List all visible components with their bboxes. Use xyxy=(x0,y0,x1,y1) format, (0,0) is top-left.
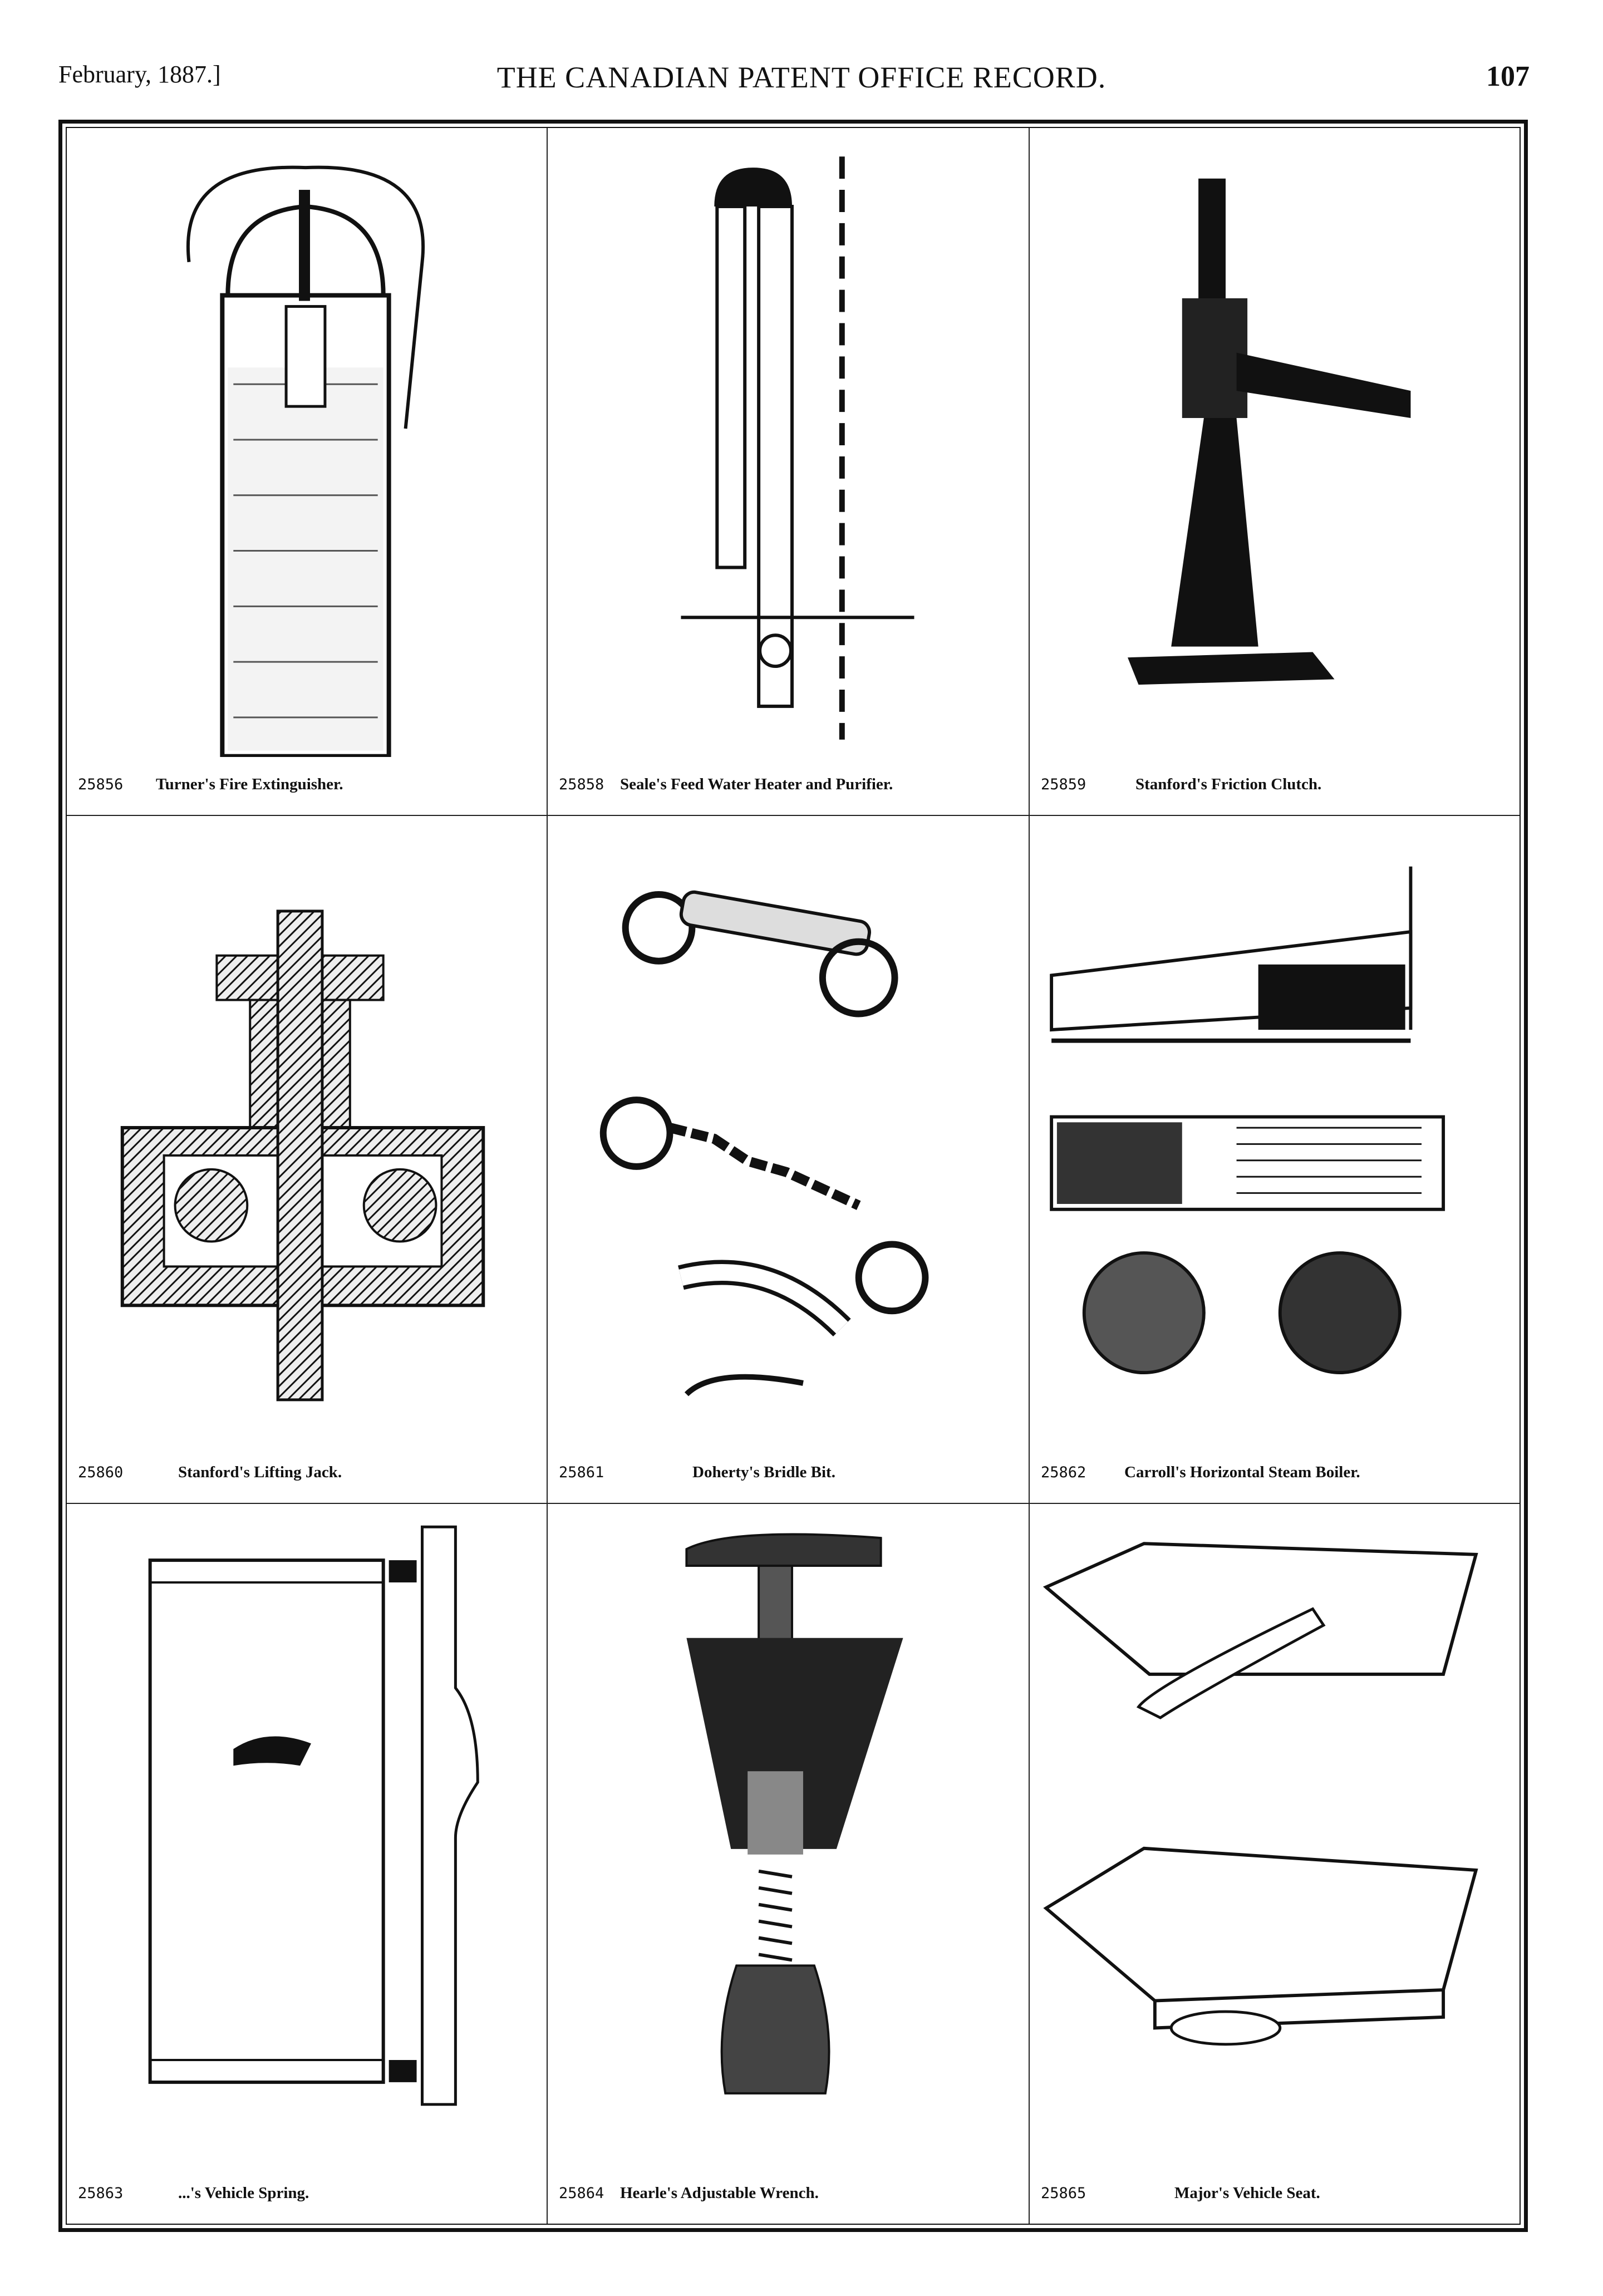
page-number: 107 xyxy=(1486,61,1530,92)
patent-caption: 25863 ...'s Vehicle Spring. xyxy=(78,2184,535,2202)
feed-water-heater-drawing xyxy=(681,156,914,740)
patent-cell-25862: 25862 Carroll's Horizontal Steam Boiler. xyxy=(1030,816,1520,1504)
patent-cell-25859: 25859 Stanford's Friction Clutch. xyxy=(1030,128,1520,816)
patent-number: 25858 xyxy=(559,776,604,793)
patent-caption: 25865 Major's Vehicle Seat. xyxy=(1041,2184,1508,2202)
patent-number: 25860 xyxy=(78,1464,124,1481)
patent-title: Hearle's Adjustable Wrench. xyxy=(620,2184,819,2202)
patent-number: 25861 xyxy=(559,1464,604,1481)
patent-title: Major's Vehicle Seat. xyxy=(1174,2184,1320,2202)
patent-cell-25863: 25863 ...'s Vehicle Spring. xyxy=(67,1504,548,2224)
patent-number: 25859 xyxy=(1041,776,1086,793)
patent-caption: 25864 Hearle's Adjustable Wrench. xyxy=(559,2184,1017,2202)
steam-boiler-drawing xyxy=(1050,866,1445,1375)
patent-caption: 25862 Carroll's Horizontal Steam Boiler. xyxy=(1041,1463,1508,1482)
patent-number: 25856 xyxy=(78,776,124,793)
plate-frame: 25856 Turner's Fire Extinguisher. 25858 Se… xyxy=(58,120,1528,2232)
fire-extinguisher-drawing xyxy=(186,165,425,757)
bridle-bit-drawing xyxy=(599,890,929,1397)
patent-caption: 25861 Doherty's Bridle Bit. xyxy=(559,1463,1017,1482)
patent-cell-25858: 25858 Seale's Feed Water Heater and Purif… xyxy=(548,128,1030,816)
vehicle-seat-drawing xyxy=(1043,1542,1478,2046)
patent-number: 25862 xyxy=(1041,1464,1086,1481)
patent-title: ...'s Vehicle Spring. xyxy=(178,2184,309,2202)
patent-caption: 25859 Stanford's Friction Clutch. xyxy=(1041,775,1508,794)
header-date: February, 1887.] xyxy=(58,61,221,88)
patent-number: 25865 xyxy=(1041,2185,1086,2202)
patent-cell-25865: 25865 Major's Vehicle Seat. xyxy=(1030,1504,1520,2224)
patent-title: Seale's Feed Water Heater and Purifier. xyxy=(620,775,893,793)
patent-cell-25856: 25856 Turner's Fire Extinguisher. xyxy=(67,128,548,816)
patent-title: Stanford's Lifting Jack. xyxy=(178,1463,342,1481)
patent-caption: 25858 Seale's Feed Water Heater and Purif… xyxy=(559,775,1017,794)
patent-number: 25864 xyxy=(559,2185,604,2202)
patent-cell-25864: 25864 Hearle's Adjustable Wrench. xyxy=(548,1504,1030,2224)
page-title: THE CANADIAN PATENT OFFICE RECORD. xyxy=(496,61,1107,94)
vehicle-spring-drawing xyxy=(148,1525,479,2106)
patent-cell-25860: 25860 Stanford's Lifting Jack. xyxy=(67,816,548,1504)
friction-clutch-drawing xyxy=(1128,178,1411,685)
patent-number: 25863 xyxy=(78,2185,124,2202)
patent-title: Carroll's Horizontal Steam Boiler. xyxy=(1124,1463,1360,1481)
patent-title: Stanford's Friction Clutch. xyxy=(1135,775,1322,793)
patent-caption: 25860 Stanford's Lifting Jack. xyxy=(78,1463,535,1482)
adjustable-wrench-drawing xyxy=(685,1533,903,2095)
patent-caption: 25856 Turner's Fire Extinguisher. xyxy=(78,775,535,794)
patent-title: Turner's Fire Extinguisher. xyxy=(156,775,343,793)
lifting-jack-drawing xyxy=(120,909,485,1402)
patent-title: Doherty's Bridle Bit. xyxy=(692,1463,835,1481)
patent-cell-25861: 25861 Doherty's Bridle Bit. xyxy=(548,816,1030,1504)
